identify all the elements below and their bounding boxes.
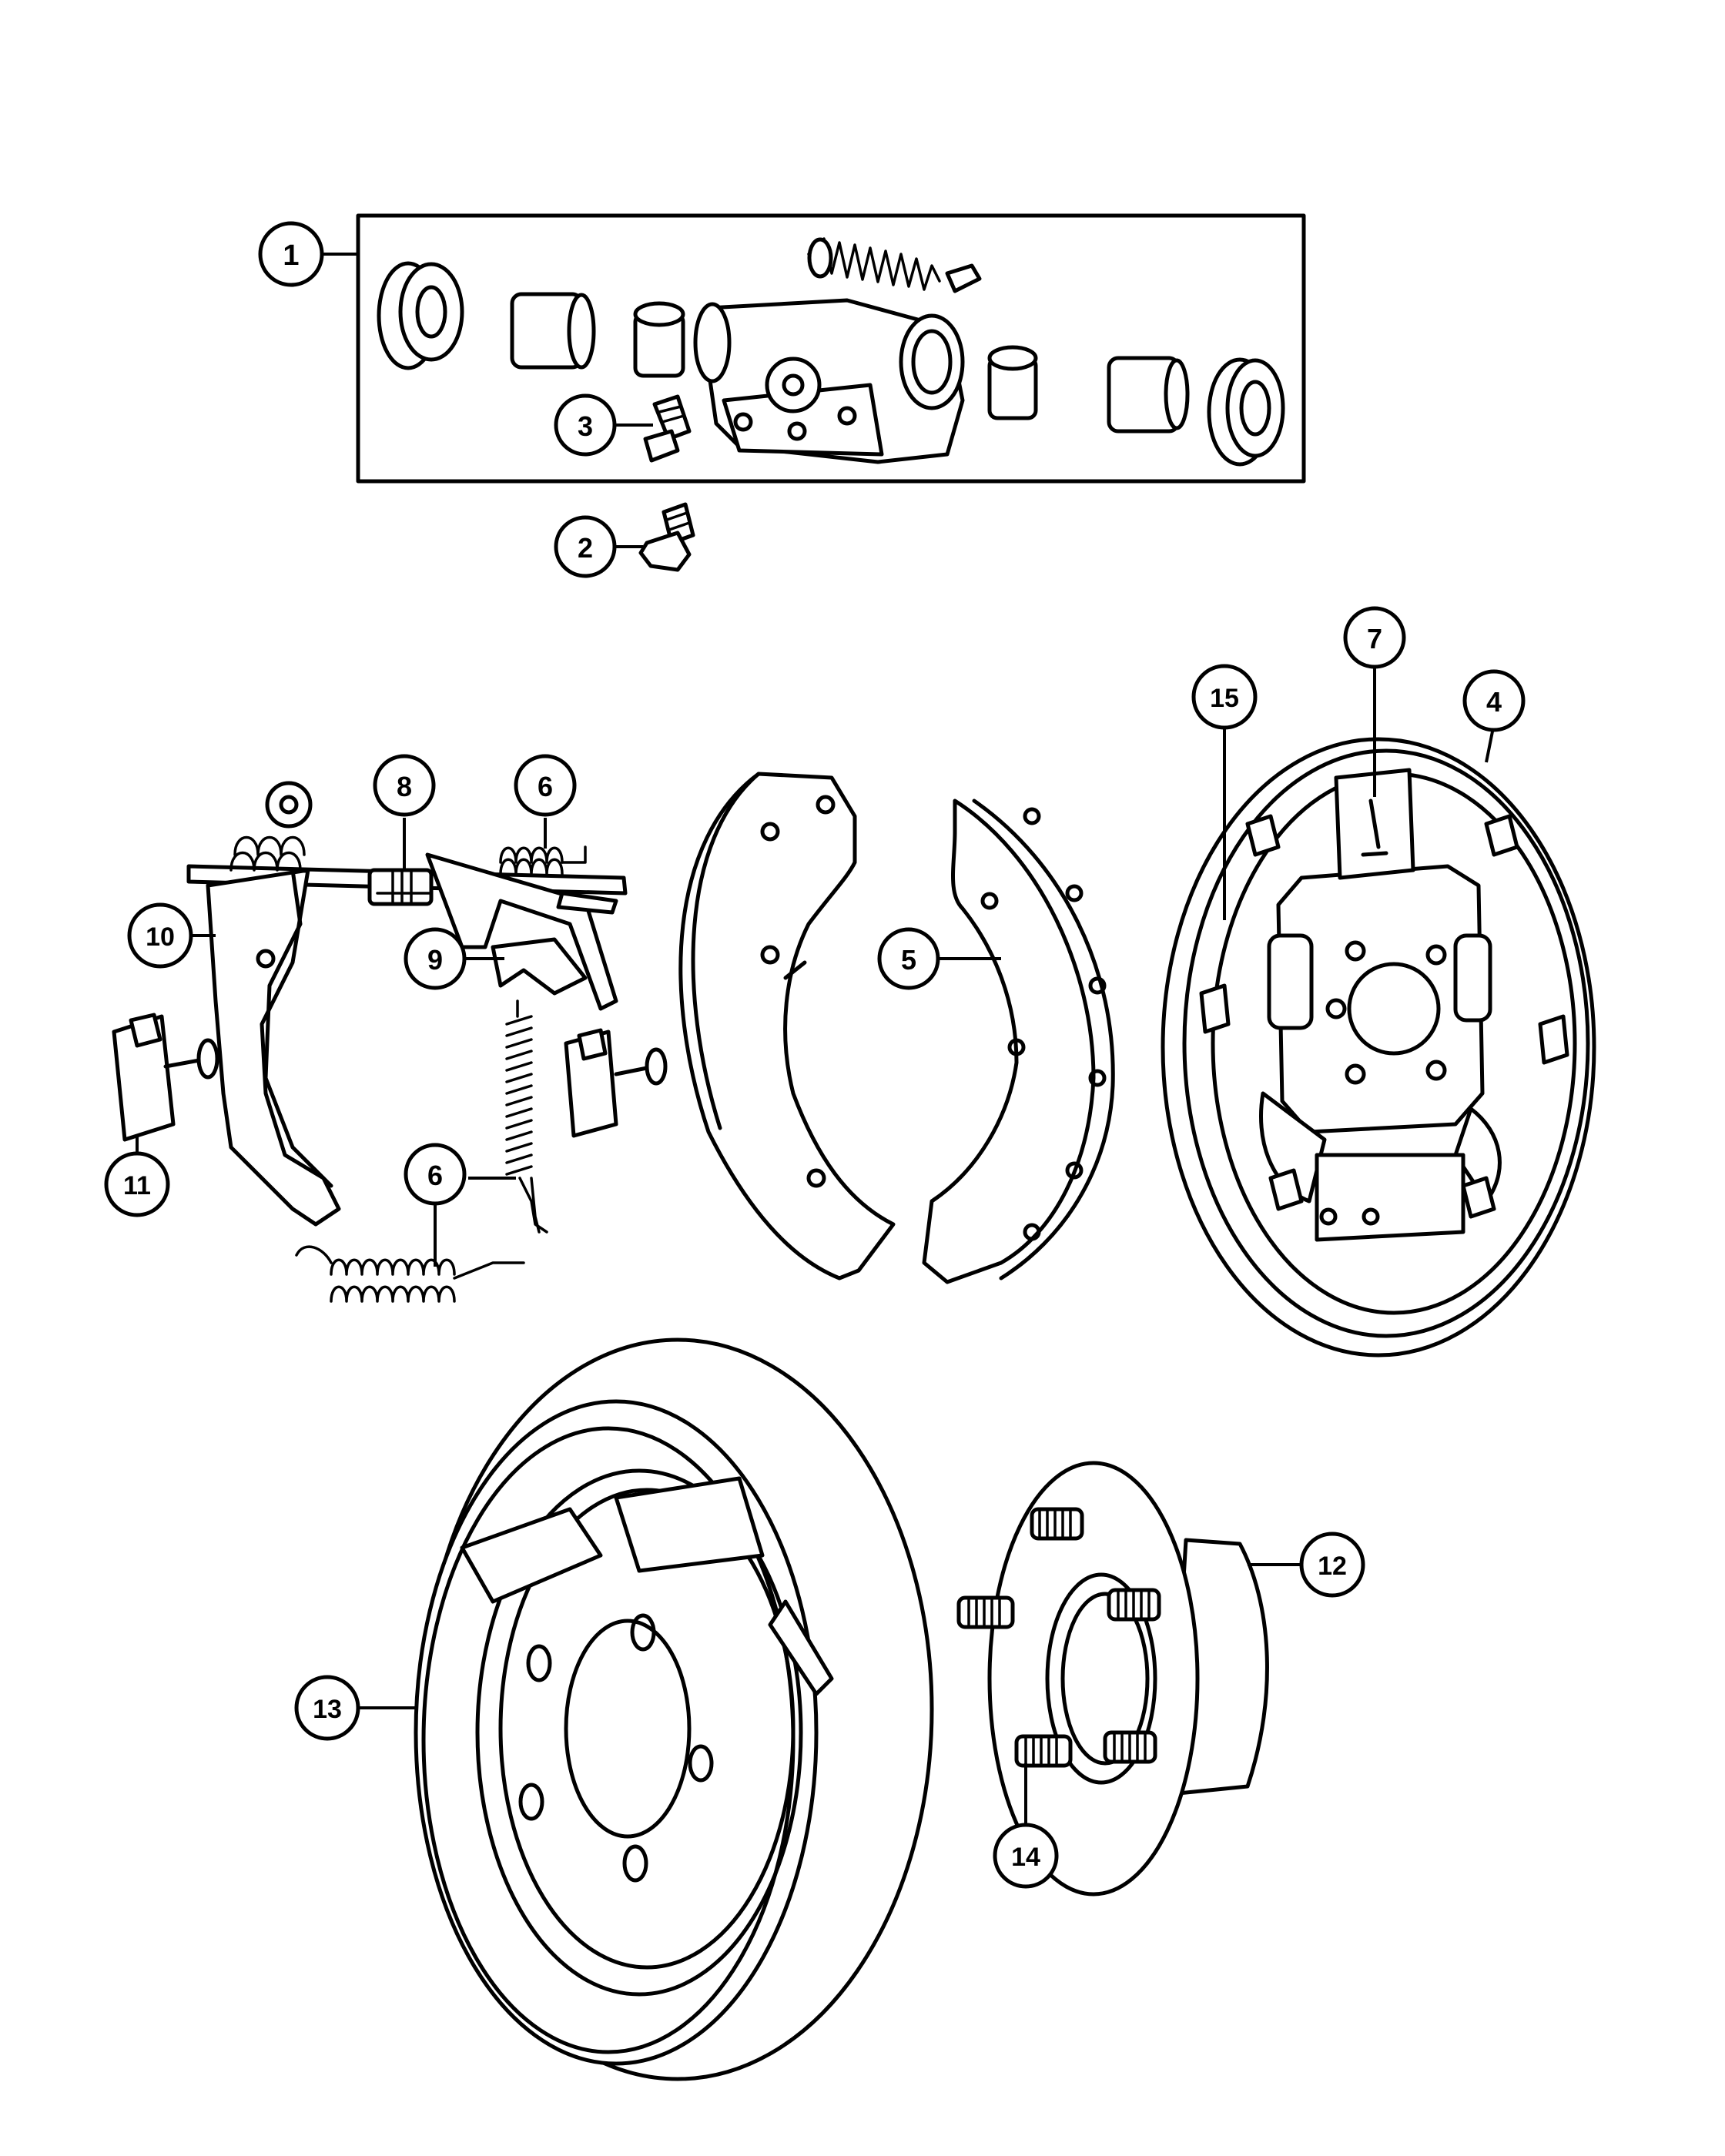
callout-11-label: 11 [123, 1171, 151, 1200]
dust-boot-left [377, 261, 464, 370]
callout-13: 13 [294, 1675, 360, 1741]
hub-assembly [956, 1461, 1269, 1897]
callout-6-lower: 6 [404, 1143, 467, 1206]
callout-12: 12 [1299, 1532, 1365, 1598]
wheel-stud [1103, 1730, 1157, 1764]
callout-8: 8 [373, 754, 436, 817]
wheel-stud [1014, 1734, 1073, 1768]
wheel-stud [956, 1595, 1015, 1629]
callout-7: 7 [1343, 606, 1406, 669]
callout-8-label: 8 [397, 771, 412, 802]
callout-13-label: 13 [313, 1695, 342, 1724]
cup-seal-right [987, 345, 1038, 420]
kit-box [356, 213, 1306, 484]
callout-4: 4 [1462, 669, 1526, 732]
backing-plate [1161, 737, 1596, 1358]
dust-boot-right [1207, 357, 1285, 467]
mounting-bolt [638, 502, 695, 572]
wheel-stud [1030, 1507, 1084, 1541]
callout-12-label: 12 [1318, 1552, 1347, 1581]
wheel-cylinder-kit [356, 213, 1306, 484]
piston-left [510, 292, 596, 370]
hold-down-clip-right [564, 1028, 668, 1138]
cup-seal-left [633, 301, 685, 378]
callout-4-label: 4 [1486, 686, 1502, 718]
adjuster-screw [367, 868, 434, 906]
callout-1-label: 1 [283, 239, 299, 272]
callout-3-label: 3 [578, 410, 593, 442]
callout-3: 3 [554, 393, 617, 457]
brake-drum [414, 1337, 934, 2081]
wheel-stud [1107, 1588, 1161, 1622]
callout-11: 11 [104, 1151, 170, 1217]
callout-5: 5 [877, 927, 940, 990]
callout-6-lower-label: 6 [427, 1160, 443, 1191]
cylinder-body [693, 298, 965, 464]
callout-10-label: 10 [146, 922, 175, 952]
callout-7-label: 7 [1367, 623, 1382, 654]
callout-6-upper-label: 6 [538, 771, 553, 802]
cylinder-spring [807, 237, 982, 293]
callout-6-upper: 6 [514, 754, 577, 817]
callout-10: 10 [127, 902, 193, 969]
brake-shoe-right [922, 798, 1115, 1284]
callout-14-label: 14 [1011, 1843, 1040, 1872]
callout-1: 1 [258, 221, 324, 287]
callout-14: 14 [993, 1823, 1059, 1889]
brake-shoe-left [678, 772, 896, 1281]
callout-9: 9 [404, 927, 467, 990]
callout-2-label: 2 [578, 532, 593, 564]
bleeder-screw [643, 394, 692, 463]
callout-15-label: 15 [1210, 684, 1239, 713]
callout-2: 2 [554, 515, 617, 578]
adjuster-lever-assembly [186, 781, 628, 1303]
callout-9-label: 9 [427, 944, 443, 976]
callout-5-label: 5 [901, 944, 916, 976]
hold-down-clip-left [112, 1013, 219, 1142]
piston-right [1107, 356, 1190, 434]
callout-15: 15 [1191, 664, 1258, 730]
leader-lines [136, 253, 1496, 1825]
